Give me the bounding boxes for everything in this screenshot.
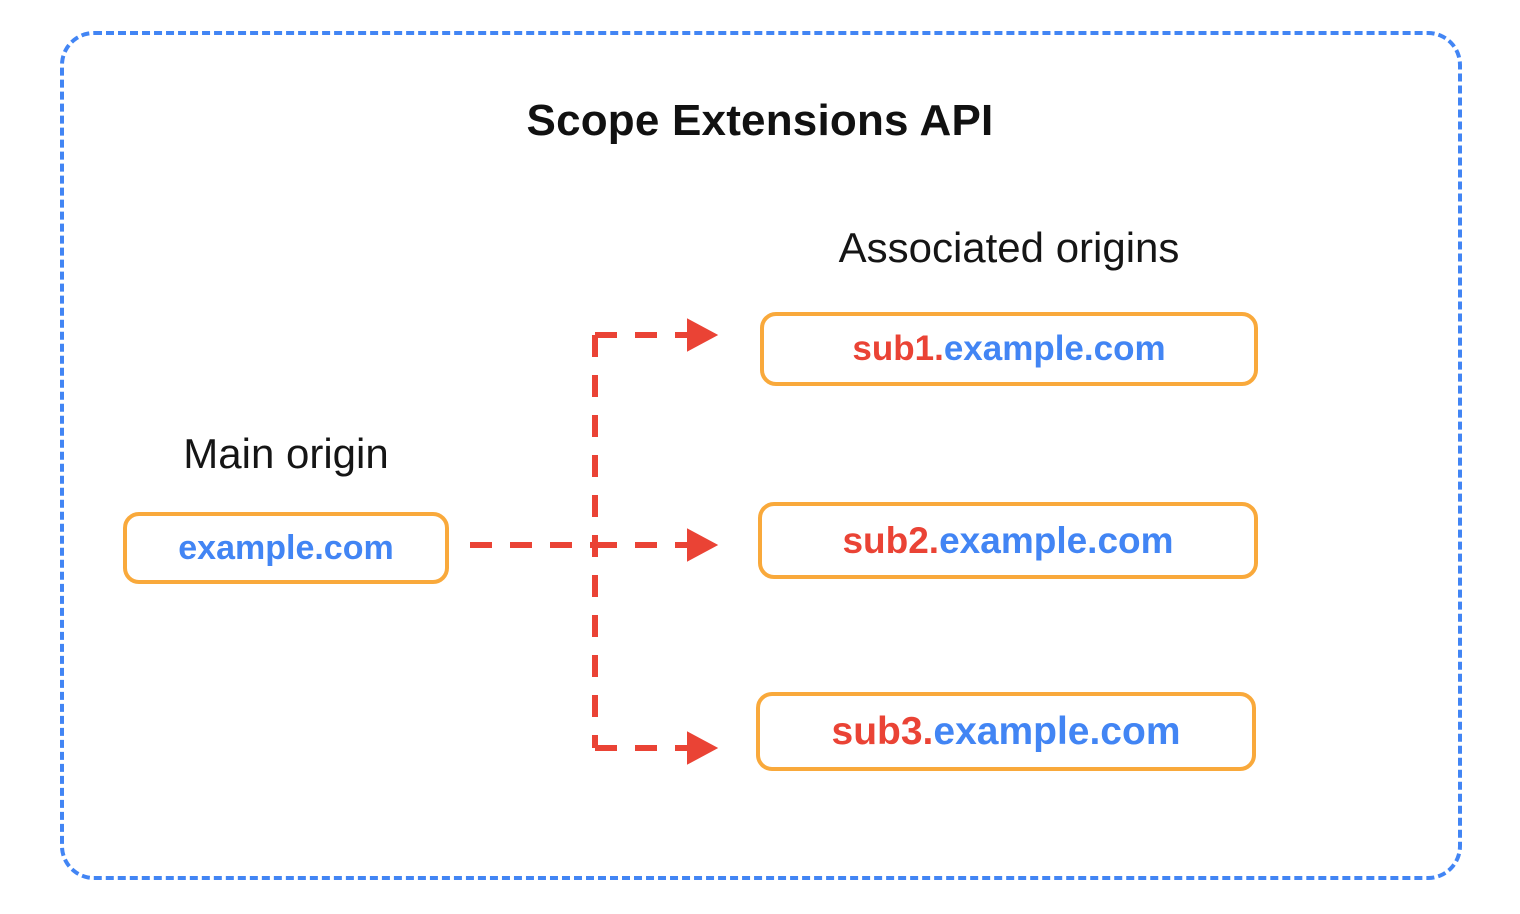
origin-box-sub3[interactable]: sub3.example.com [756, 692, 1256, 771]
page-title: Scope Extensions API [526, 96, 994, 145]
origin-domain-text: example.com [943, 329, 1166, 368]
origin-domain-text: example.com [939, 519, 1174, 561]
origin-subdomain-text: sub1. [852, 329, 944, 368]
origin-box-sub2[interactable]: sub2.example.com [758, 502, 1258, 579]
origin-box-sub1[interactable]: sub1.example.com [760, 312, 1258, 386]
origin-subdomain-text: sub3. [831, 709, 934, 753]
origin-domain-text: example.com [933, 709, 1181, 753]
scope-extensions-container [60, 31, 1462, 880]
associated-origins-heading: Associated origins [838, 224, 1180, 271]
main-origin-heading: Main origin [183, 430, 389, 477]
origin-subdomain-text: sub2. [842, 519, 940, 561]
origin-domain-text: example.com [178, 528, 394, 567]
origin-box-main[interactable]: example.com [123, 512, 449, 584]
